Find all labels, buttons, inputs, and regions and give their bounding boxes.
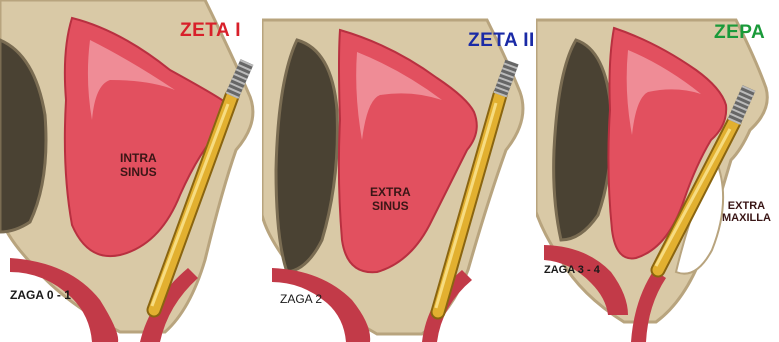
region-line-2: MAXILLA xyxy=(722,212,771,224)
region-label: INTRA SINUS xyxy=(120,151,157,179)
zaga-grade: ZAGA 0 - 1 xyxy=(10,288,71,302)
zepa-illustration xyxy=(536,0,779,342)
region-line-1: INTRA xyxy=(120,151,157,165)
panel-zeta-1: ZETA I INTRA SINUS ZAGA 0 - 1 xyxy=(0,0,262,342)
region-line-2: SINUS xyxy=(370,199,411,213)
zaga-grade: ZAGA 3 - 4 xyxy=(544,264,600,276)
panel-title: ZETA I xyxy=(180,20,241,42)
panel-zeta-2: ZETA II EXTRA SINUS ZAGA 2 xyxy=(262,0,536,342)
panel-zepa: ZEPA EXTRA MAXILLA ZAGA 3 - 4 xyxy=(536,0,779,342)
panel-title: ZETA II xyxy=(468,30,535,52)
panel-title: ZEPA xyxy=(714,22,765,44)
region-line-1: EXTRA xyxy=(370,185,411,199)
zaga-grade: ZAGA 2 xyxy=(280,292,322,306)
region-label: EXTRA SINUS xyxy=(370,185,411,213)
region-label: EXTRA MAXILLA xyxy=(722,200,771,224)
region-line-1: EXTRA xyxy=(722,200,771,212)
region-line-2: SINUS xyxy=(120,165,157,179)
